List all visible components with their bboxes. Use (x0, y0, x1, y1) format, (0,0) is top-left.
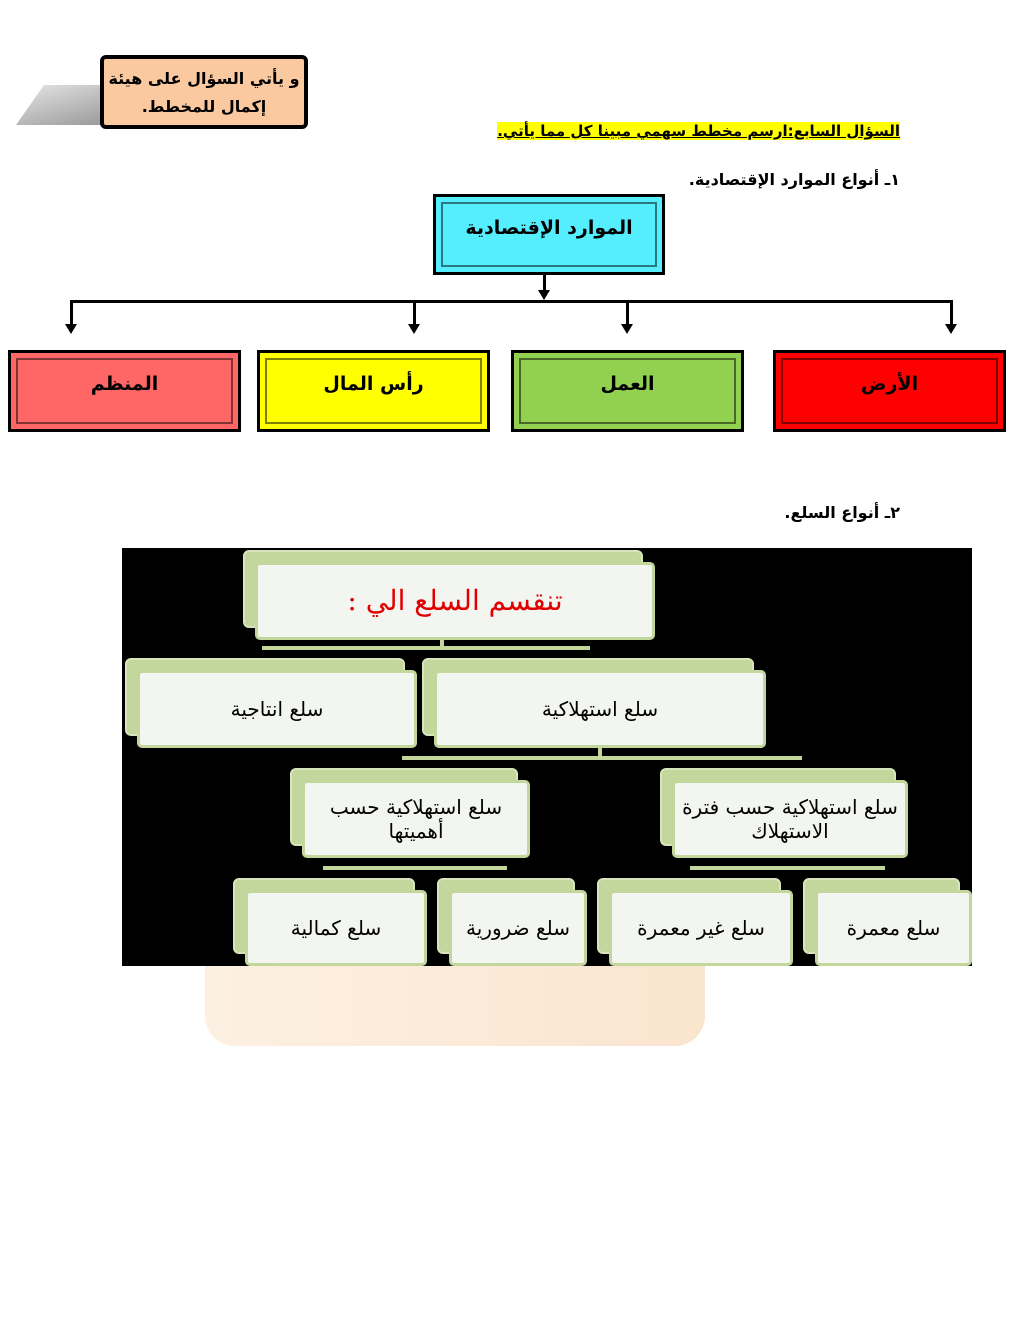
box-consumer: سلع استهلاكية (422, 658, 766, 748)
arrow-icon (65, 324, 77, 334)
box-productive: سلع انتاجية (125, 658, 417, 748)
box-label: المنظم (90, 373, 159, 395)
box-label: سلع غير معمرة (609, 890, 793, 966)
box-entrepreneur: المنظم (8, 350, 241, 432)
box-non-durable: سلع غير معمرة (597, 878, 793, 966)
part1-heading: ١ـ أنواع الموارد الإقتصادية. (688, 170, 900, 189)
root-economic-resources: الموارد الإقتصادية (433, 194, 665, 275)
box-necessary: سلع ضرورية (437, 878, 587, 966)
watermark-scroll-image (205, 966, 705, 1046)
part2-heading: ٢ـ أنواع السلع. (784, 503, 900, 522)
arrow-icon (408, 324, 420, 334)
box-luxury: سلع كمالية (233, 878, 427, 966)
box-label: سلع استهلاكية حسب فترة الاستهلاك (672, 780, 908, 858)
box-land: الأرض (773, 350, 1006, 432)
question-title: السؤال السابع:ارسم مخطط سهمي مبينا كل مم… (497, 122, 900, 140)
box-label: الأرض (860, 373, 919, 395)
box-label: سلع ضرورية (449, 890, 587, 966)
root-label: الموارد الإقتصادية (465, 216, 633, 239)
box-label: تنقسم السلع الي : (255, 562, 655, 640)
box-by-period: سلع استهلاكية حسب فترة الاستهلاك (660, 768, 908, 858)
box-label: سلع انتاجية (137, 670, 417, 748)
arrow-icon (945, 324, 957, 334)
box-label: سلع كمالية (245, 890, 427, 966)
box-label: رأس المال (323, 373, 424, 395)
connector-line (70, 300, 953, 303)
note-scroll: و يأتي السؤال على هيئة إكمال للمخطط. (100, 55, 308, 129)
box-by-importance: سلع استهلاكية حسب أهميتها (290, 768, 530, 858)
arrow-icon (538, 290, 550, 300)
box-labor: العمل (511, 350, 744, 432)
box-capital: رأس المال (257, 350, 490, 432)
box-durable: سلع معمرة (803, 878, 972, 966)
box-label: سلع استهلاكية حسب أهميتها (302, 780, 530, 858)
box-label: العمل (600, 373, 655, 395)
box-label: سلع معمرة (815, 890, 972, 966)
box-goods-root: تنقسم السلع الي : (243, 550, 655, 640)
arrow-icon (621, 324, 633, 334)
box-label: سلع استهلاكية (434, 670, 766, 748)
note-text: و يأتي السؤال على هيئة إكمال للمخطط. (108, 69, 300, 116)
